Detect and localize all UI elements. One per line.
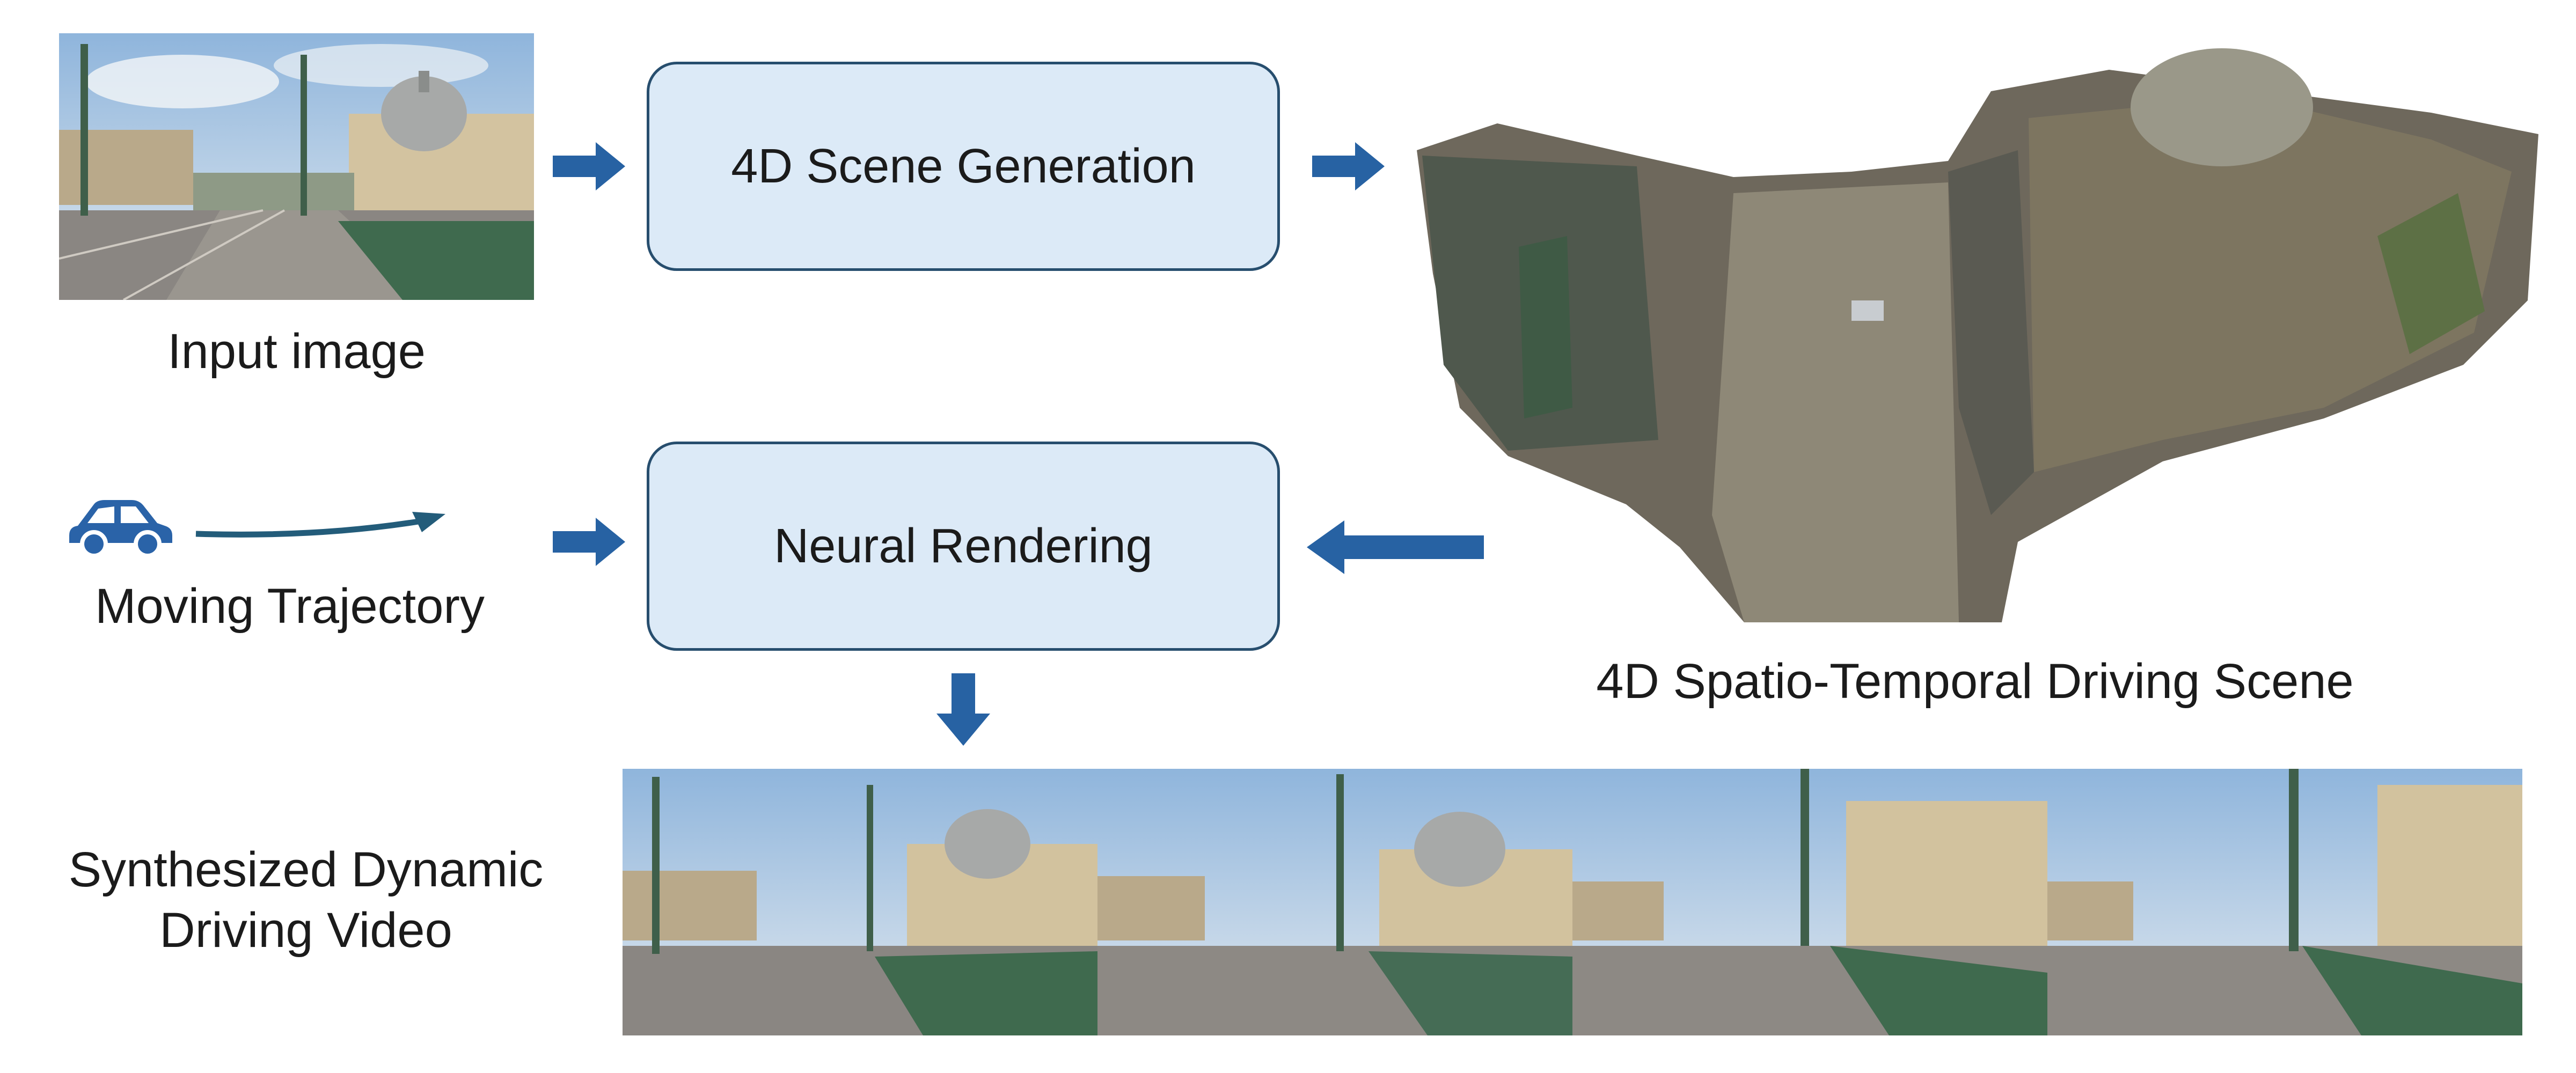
synthesized-video-label: Synthesized Dynamic Driving Video <box>11 840 601 961</box>
node-scene-generation-label: 4D Scene Generation <box>731 139 1196 193</box>
driving-scene-label: 4D Spatio-Temporal Driving Scene <box>1596 654 2354 709</box>
arrow-input-to-generation <box>553 142 625 190</box>
car-icon <box>69 500 172 558</box>
video-frame-4 <box>2047 769 2522 1035</box>
video-frame-1 <box>623 769 1097 1035</box>
node-neural-rendering: Neural Rendering <box>647 442 1280 651</box>
input-image-photo <box>59 33 534 300</box>
video-frame-3 <box>1572 769 2047 1035</box>
trajectory-arrow-icon <box>195 512 445 538</box>
node-scene-generation: 4D Scene Generation <box>647 62 1280 271</box>
node-neural-rendering-label: Neural Rendering <box>774 519 1153 573</box>
video-frames-illustration <box>623 769 2522 1035</box>
arrow-rendering-to-video <box>936 673 990 746</box>
synthesized-video-label-line1: Synthesized Dynamic <box>68 842 544 897</box>
arrow-scene-to-rendering <box>1307 520 1484 574</box>
input-image-label: Input image <box>167 324 426 379</box>
video-frames-strip <box>623 769 2522 1035</box>
arrow-generation-to-scene <box>1312 142 1385 190</box>
point-cloud-illustration <box>1417 48 2538 622</box>
synthesized-video-label-line2: Driving Video <box>159 903 452 958</box>
street-scene-illustration <box>59 33 534 300</box>
point-cloud-scene <box>1411 32 2544 633</box>
video-frame-2 <box>1097 769 1572 1035</box>
arrow-trajectory-to-rendering <box>553 518 625 566</box>
moving-trajectory-label: Moving Trajectory <box>94 579 485 634</box>
